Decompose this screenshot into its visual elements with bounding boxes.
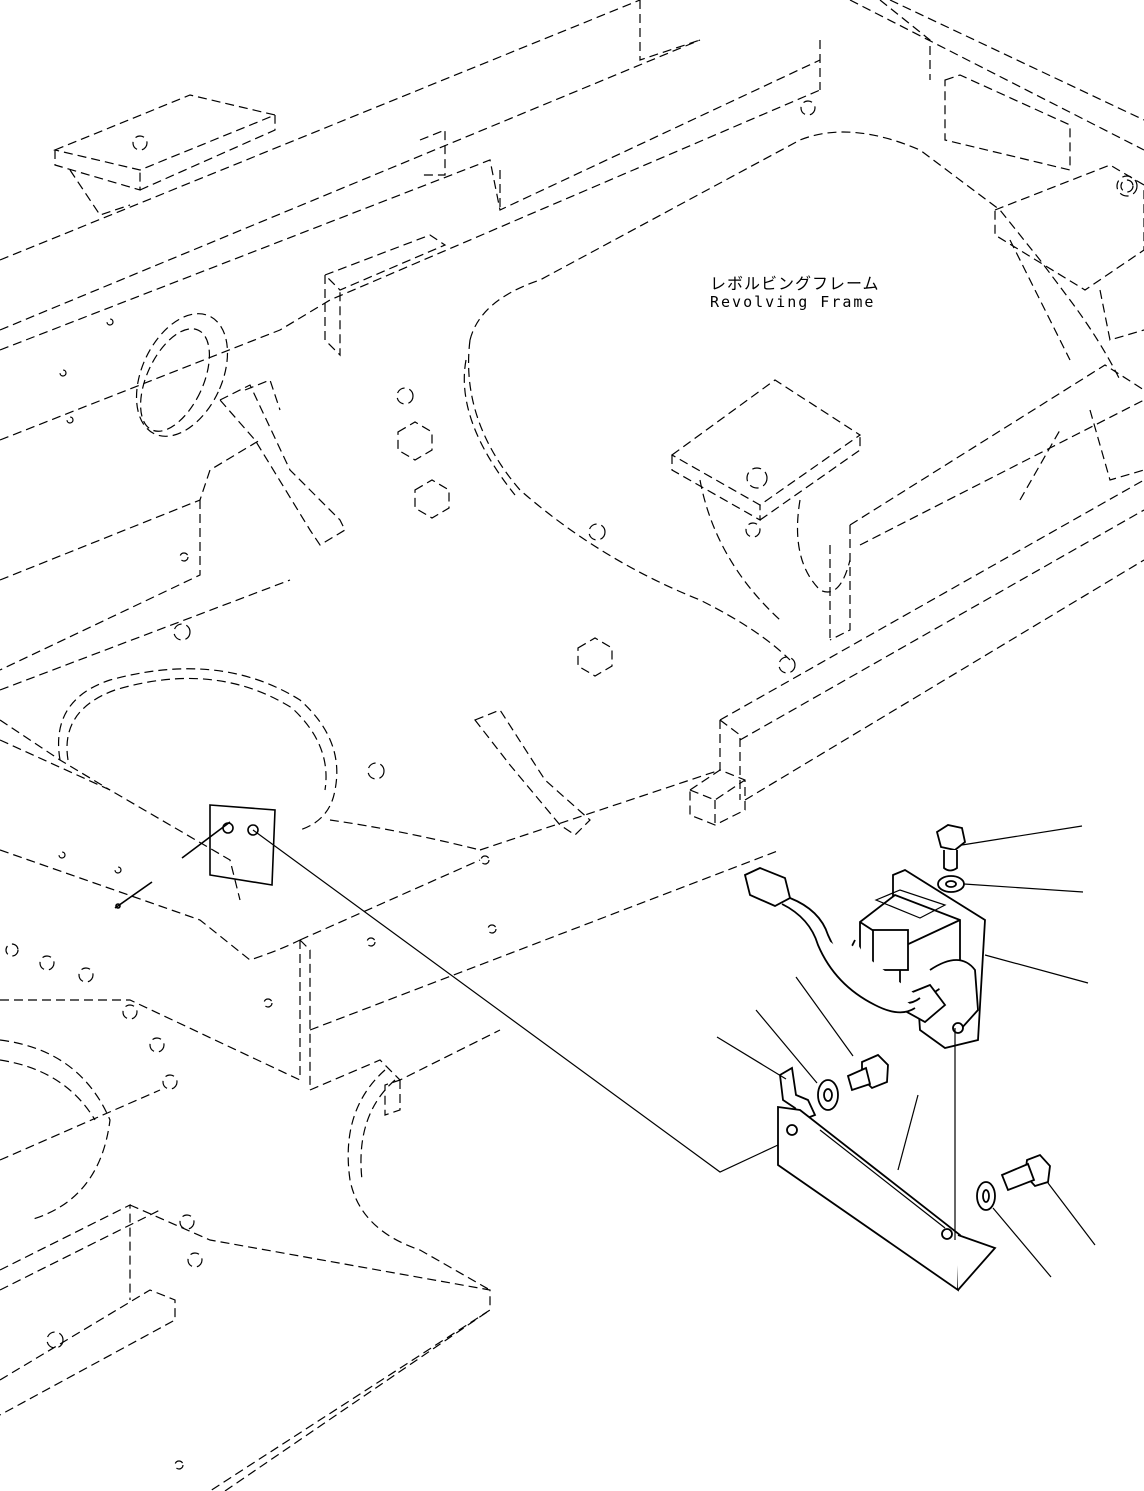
wire-connector <box>743 867 921 1014</box>
callout-leaders <box>716 825 1096 1278</box>
clip <box>779 1066 817 1122</box>
angle-bracket <box>777 1105 997 1292</box>
leader-to-frame <box>252 829 779 1173</box>
bolt-lower <box>1000 1153 1051 1192</box>
bolt-middle <box>846 1053 889 1092</box>
mounting-location <box>114 804 276 909</box>
bolt-top <box>935 824 966 872</box>
frame-label-en: Revolving Frame <box>710 293 875 311</box>
frame-nut-markers <box>173 100 816 780</box>
parts-group <box>743 824 1051 1292</box>
frame-label-jp: レボルビングフレーム <box>710 274 880 293</box>
frame-label: レボルビングフレーム Revolving Frame <box>710 274 880 311</box>
